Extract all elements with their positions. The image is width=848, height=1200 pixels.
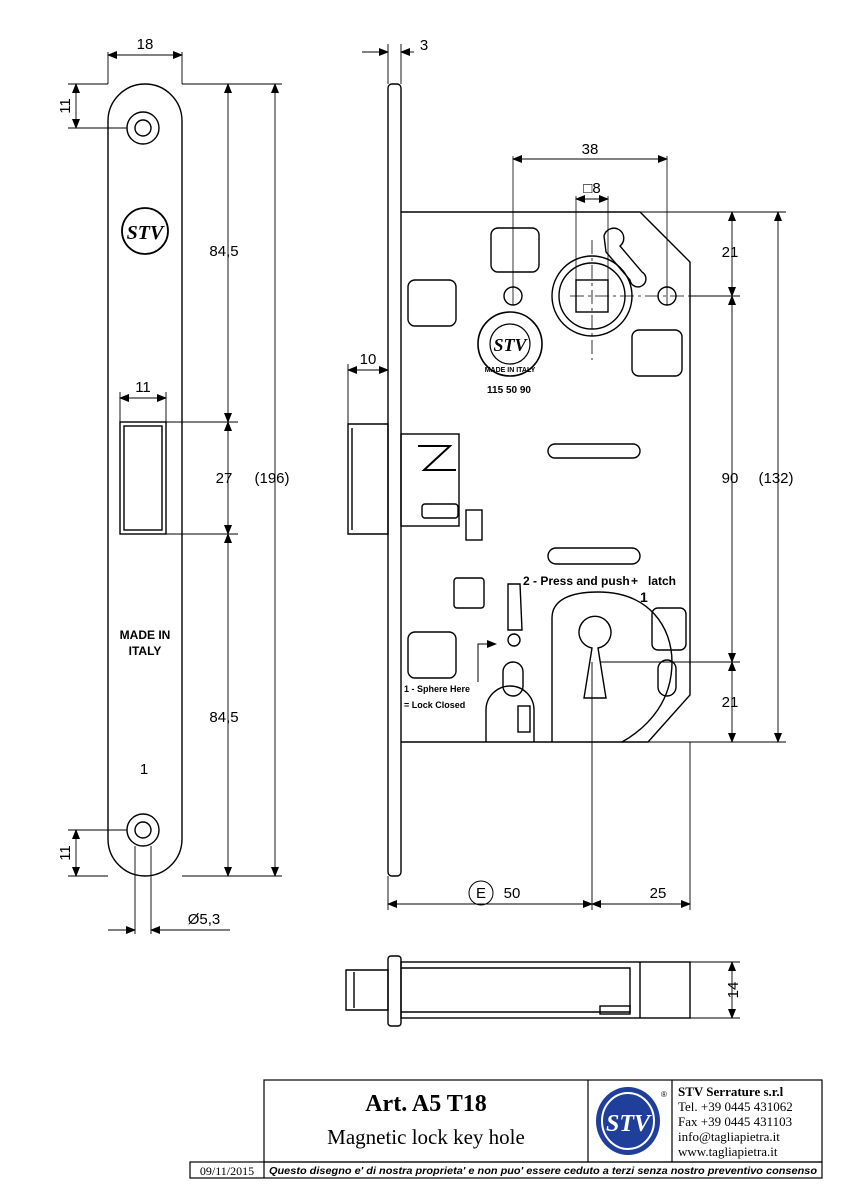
title-logo-ring <box>596 1087 660 1155</box>
title-article: Art. A5 T18 <box>365 1091 487 1117</box>
dim-plate-thickness: 3 <box>420 37 428 54</box>
dim-front-offset: 25 <box>650 885 667 902</box>
instruction-plus: + <box>631 574 638 588</box>
dim-faceplate-width: 18 <box>137 36 154 53</box>
dim-top-offset: 21 <box>722 244 739 261</box>
faceplate-made-in: MADE IN <box>120 628 171 642</box>
instruction-latch: latch <box>648 574 676 588</box>
faceplate-dimension-lines <box>68 51 282 934</box>
company-fax: Fax +39 0445 431103 <box>678 1114 792 1129</box>
top-view-case <box>400 961 691 1019</box>
dim-hole-offset-top: 11 <box>57 98 74 114</box>
faceplate-top-hole-inner <box>134 119 152 137</box>
slot-left-upper <box>407 279 457 327</box>
magnetic-slot-upper <box>547 443 641 459</box>
faceplate-index: 1 <box>140 761 148 778</box>
keyhole-plate <box>551 591 673 743</box>
instruction-step2: 2 - Press and push <box>523 574 630 588</box>
body-logo-inner <box>489 323 531 365</box>
instruction-step1-a: 1 - Sphere Here <box>404 684 470 694</box>
dim-latch-height: 27 <box>216 470 233 487</box>
dim-backset-marker: E <box>476 885 486 902</box>
instruction-arrow <box>477 640 497 682</box>
slot-right-upper <box>631 329 683 377</box>
title-block <box>189 1079 823 1179</box>
lock-top-view <box>345 955 691 1027</box>
lock-front-plate <box>387 83 402 877</box>
dim-lower-span: 84,5 <box>209 709 238 726</box>
dim-handle-spacing: 38 <box>582 141 599 158</box>
backset-marker-circle <box>468 880 494 906</box>
title-logo-registered: ® <box>661 1090 667 1099</box>
dim-overall-height: (132) <box>758 470 793 487</box>
body-logo-ring-text: MADE IN ITALY <box>485 367 536 374</box>
dim-hole-offset-bottom: 11 <box>57 845 74 861</box>
dim-faceplate-overall: (196) <box>254 470 289 487</box>
dim-depth: 14 <box>725 982 742 999</box>
faceplate-logo: STV <box>127 222 165 244</box>
slot-right-lower <box>651 607 687 651</box>
lock-case-outline <box>401 211 691 743</box>
instruction-step1-b: = Lock Closed <box>404 700 465 710</box>
title-description: Magnetic lock key hole <box>327 1125 525 1149</box>
company-web: www.tagliapietra.it <box>678 1144 778 1159</box>
dim-bottom-offset: 21 <box>722 694 739 711</box>
faceplate-bottom-hole-inner <box>134 821 152 839</box>
title-logo-inner <box>601 1092 655 1150</box>
dim-backset: 50 <box>504 885 521 902</box>
dim-hole-diameter: Ø5,3 <box>188 911 221 928</box>
slot-left-lower <box>407 631 457 679</box>
faceplate-latch-inner <box>123 425 163 531</box>
drawing-date: 09/11/2015 <box>200 1164 254 1178</box>
faceplate-outline <box>107 83 183 877</box>
dim-latch-projection: 10 <box>360 351 377 368</box>
faceplate-logo-ring <box>121 207 169 255</box>
instruction-index: 1 <box>640 589 648 605</box>
magnetic-slot-lower <box>547 547 641 565</box>
lock-body-view <box>347 83 691 877</box>
keyhole <box>578 615 612 699</box>
faceplate-bottom-hole <box>126 813 160 847</box>
body-logo-ring <box>477 311 543 377</box>
lock-body-dimension-lines <box>347 44 786 1019</box>
title-logo: STV <box>606 1111 652 1137</box>
slot-top-left <box>490 227 540 273</box>
lock-body-centerlines <box>512 156 740 360</box>
dim-upper-span: 84,5 <box>209 243 238 260</box>
body-part-number: 115 50 90 <box>487 385 531 396</box>
faceplate-top-hole <box>126 111 160 145</box>
latch-bolt <box>347 423 389 535</box>
faceplate-view <box>107 83 183 877</box>
company-tel: Tel. +39 0445 431062 <box>678 1099 793 1114</box>
dim-center-distance: 90 <box>722 470 739 487</box>
body-logo: STV <box>493 335 528 355</box>
dim-latch-width: 11 <box>135 379 151 396</box>
faceplate-latch-opening <box>119 421 167 535</box>
company-name: STV Serrature s.r.l <box>678 1084 784 1099</box>
ownership-notice: Questo disegno e' di nostra proprieta' e… <box>269 1166 817 1177</box>
faceplate-country: ITALY <box>129 644 162 658</box>
spring-pin <box>603 227 647 288</box>
latch-housing <box>400 433 460 527</box>
company-email: info@tagliapietra.it <box>678 1129 780 1144</box>
dim-square-spindle: □8 <box>583 180 600 197</box>
